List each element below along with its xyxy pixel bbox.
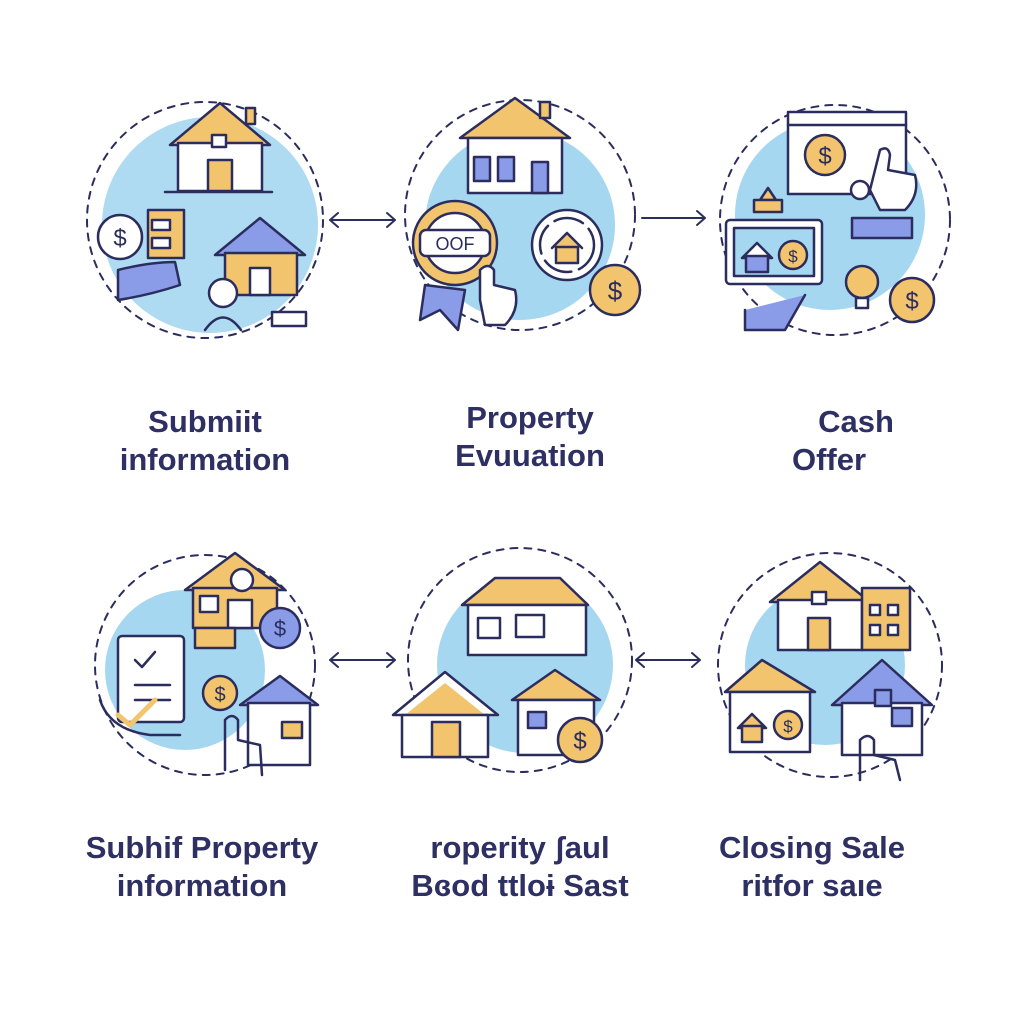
step-label-line: Closing Sale	[718, 830, 906, 865]
double-arrow-icon	[329, 212, 396, 228]
step-label-line: information	[119, 442, 291, 477]
svg-text:$: $	[274, 616, 286, 641]
step-label-property-information: Subhif Property information	[42, 829, 362, 905]
svg-text:$: $	[608, 276, 623, 306]
step-label-line: Submiit	[148, 404, 262, 439]
double-arrow-icon	[329, 652, 396, 668]
step-label-line: ritfor saıe	[741, 868, 883, 903]
step-label-line: Property	[466, 400, 594, 435]
step-label-closing-sale: Closing Sale ritfor saıe	[652, 829, 972, 905]
cash-offer-tablet-icon: $ $ $	[719, 104, 951, 336]
svg-text:$: $	[214, 684, 225, 706]
svg-text:$: $	[113, 225, 126, 252]
house-money-hand-icon: $	[86, 101, 324, 339]
step-label-property-evaluation: Property Evuuation	[370, 399, 690, 475]
house-magnifier-icon: OOF $	[404, 96, 642, 332]
houses-group-icon: $	[391, 547, 633, 773]
svg-text:$: $	[783, 717, 793, 736]
step-label-cash-offer: Cash Offer	[685, 403, 1005, 479]
closing-sale-icon: $	[717, 552, 943, 782]
step-label-line: roperity ʃaul	[430, 830, 610, 865]
step-label-line: Bɞod ttloɨ Sast	[411, 868, 629, 903]
svg-text:$: $	[788, 247, 798, 266]
step-label-line: Subhif Property	[85, 830, 319, 865]
step-label-submit-information: Submiit information	[45, 403, 365, 479]
svg-text:OOF: OOF	[436, 234, 475, 254]
right-arrow-icon	[641, 210, 706, 226]
step-label-line: Evuuation	[455, 438, 605, 473]
step-label-line: Cash	[818, 404, 894, 439]
double-arrow-icon	[635, 652, 701, 668]
svg-text:$: $	[573, 728, 586, 755]
step-label-property-sale: roperity ʃaul Bɞod ttloɨ Sast	[360, 829, 680, 905]
svg-text:$: $	[818, 143, 831, 170]
step-label-line: Offer	[791, 442, 867, 477]
svg-text:$: $	[905, 288, 918, 315]
checklist-house-icon: $ $	[94, 551, 320, 777]
step-label-line: information	[116, 868, 288, 903]
